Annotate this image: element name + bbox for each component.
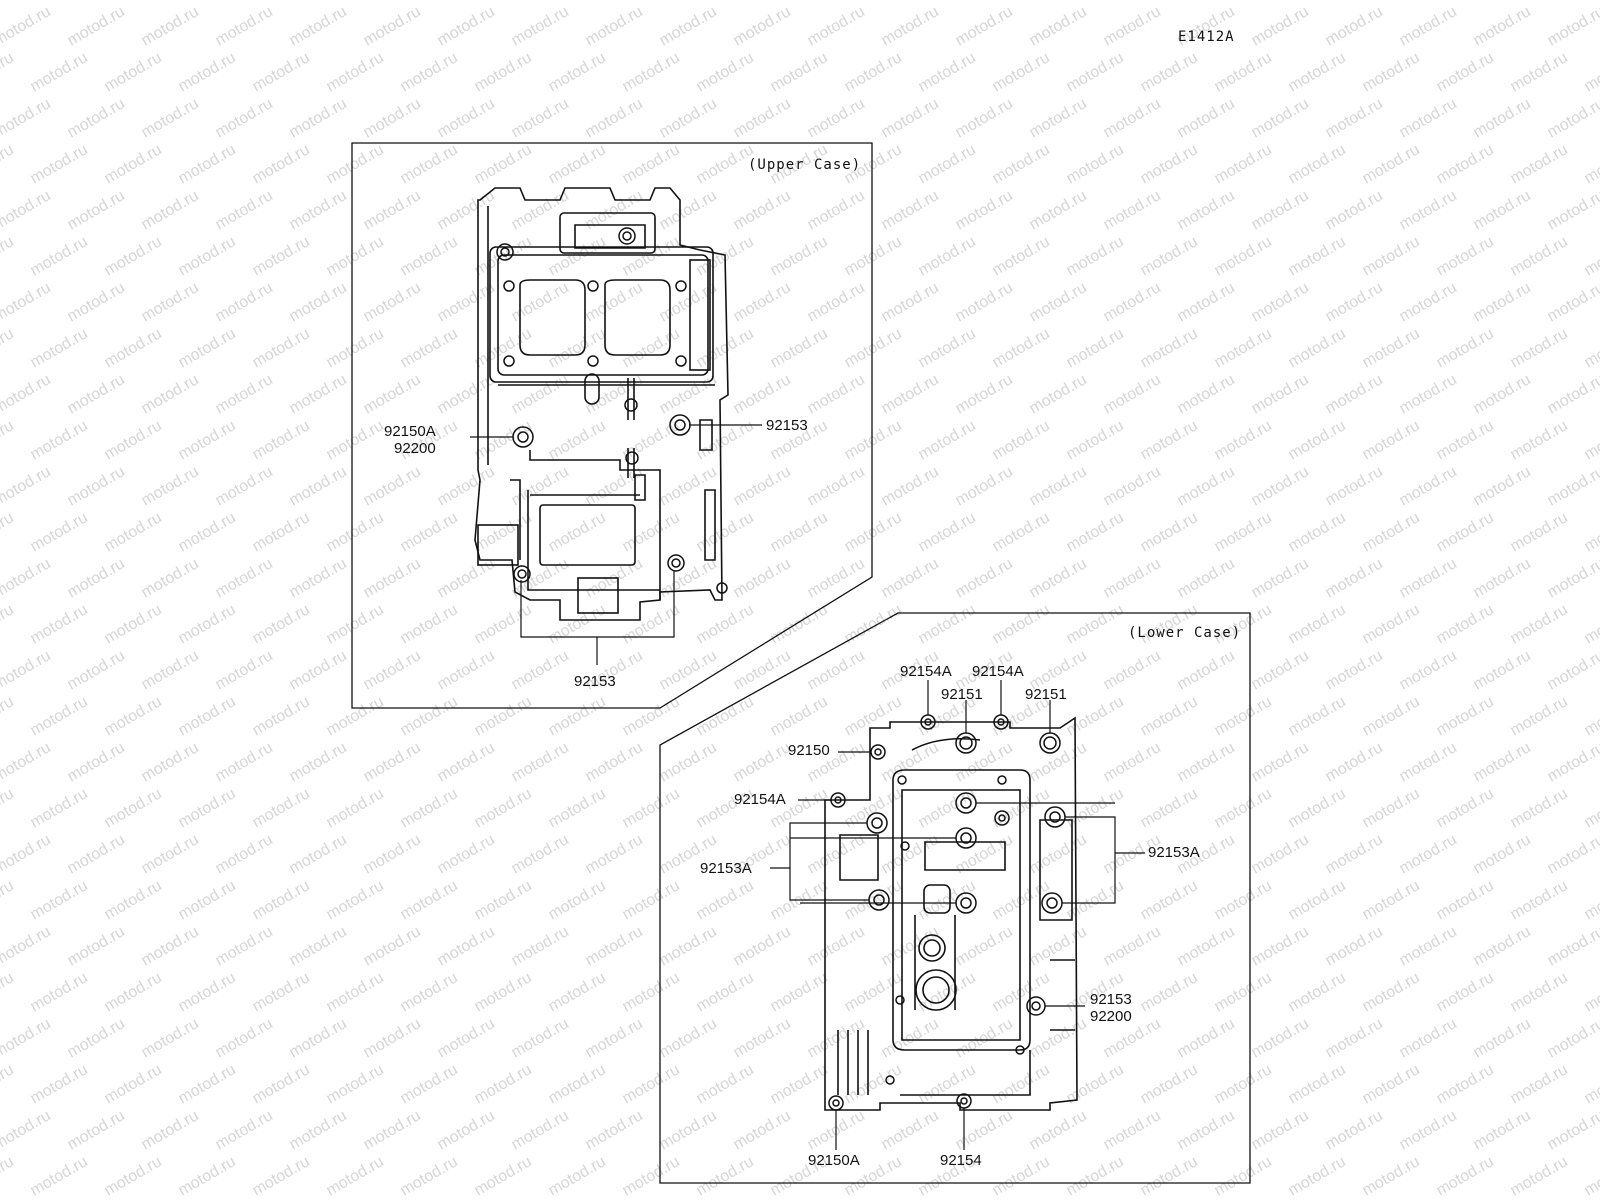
callout-upper-92153-right: 92153 (766, 417, 808, 434)
callout-lower-92200: 92200 (1090, 1008, 1132, 1025)
callout-lower-92153A-right: 92153A (1148, 844, 1200, 861)
diagram-code: E1412A (1178, 29, 1235, 45)
upper-case-frame (351, 142, 873, 709)
callout-lower-92151-1: 92151 (941, 686, 983, 703)
callout-lower-92150A: 92150A (808, 1152, 860, 1169)
upper-case-body (474, 187, 729, 621)
callout-lower-92150: 92150 (788, 742, 830, 759)
callout-lower-92153: 92153 (1090, 991, 1132, 1008)
upper-case-bolts (496, 227, 728, 594)
lower-case-body (824, 716, 1078, 1111)
upper-case-leaders (470, 424, 762, 665)
callout-lower-92154A-1: 92154A (900, 663, 952, 680)
callout-upper-92150A: 92150A (384, 423, 436, 440)
callout-lower-92151-2: 92151 (1025, 686, 1067, 703)
callout-lower-92154A-3: 92154A (734, 791, 786, 808)
callout-upper-92200: 92200 (394, 440, 436, 457)
callout-lower-92153A-left: 92153A (700, 860, 752, 877)
callout-upper-92153-bottom: 92153 (574, 673, 616, 690)
lower-case-title: (Lower Case) (1128, 625, 1242, 641)
upper-case-title: (Upper Case) (748, 157, 862, 173)
callout-lower-92154: 92154 (940, 1152, 982, 1169)
lower-case-frame (659, 612, 1251, 1184)
callout-lower-92154A-2: 92154A (972, 663, 1024, 680)
lower-case-leaders (770, 680, 1145, 1150)
